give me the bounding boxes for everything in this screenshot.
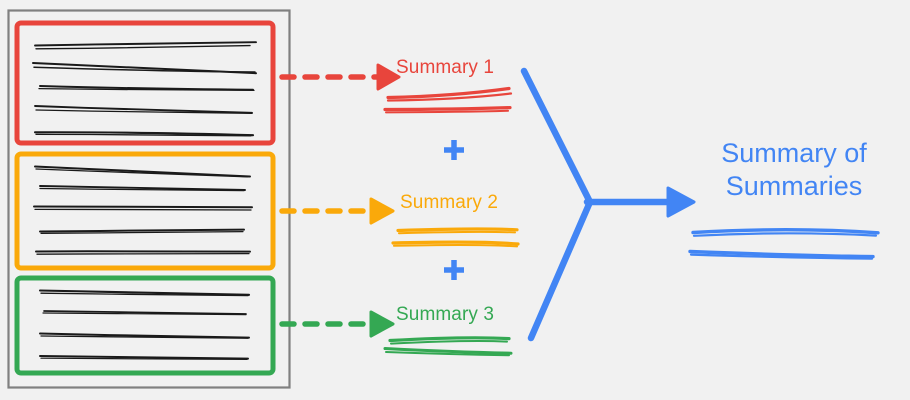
plus-1-icon (444, 140, 464, 160)
arrow-chunk-1 (279, 63, 401, 91)
summary-2-label: Summary 2 (400, 192, 499, 213)
arrow-chunk-2 (279, 197, 395, 225)
plus-2-icon (444, 260, 464, 280)
chunk-2-text-lines (33, 165, 253, 255)
summary-1-squiggles (383, 86, 513, 114)
chunk-3-text-lines (38, 289, 251, 360)
summary-2-squiggles (391, 227, 520, 248)
summary-3-label: Summary 3 (396, 304, 495, 325)
arrow-chunk-3 (279, 310, 395, 338)
chunk-2-box (14, 151, 276, 271)
summary-of-summaries-label: Summary of Summaries (694, 137, 894, 203)
source-document-border (7, 9, 291, 389)
final-output-squiggles (688, 227, 880, 260)
summary-1-label: Summary 1 (396, 57, 495, 78)
final-label-line-1: Summary of (721, 138, 867, 168)
chunk-3-box (14, 275, 276, 376)
chunk-1-text-lines (32, 41, 257, 137)
summary-3-squiggles (383, 336, 513, 357)
merge-connector (520, 67, 677, 342)
chunk-1-box (14, 20, 276, 146)
arrow-merge-head (666, 186, 696, 218)
final-label-line-2: Summaries (725, 171, 863, 201)
